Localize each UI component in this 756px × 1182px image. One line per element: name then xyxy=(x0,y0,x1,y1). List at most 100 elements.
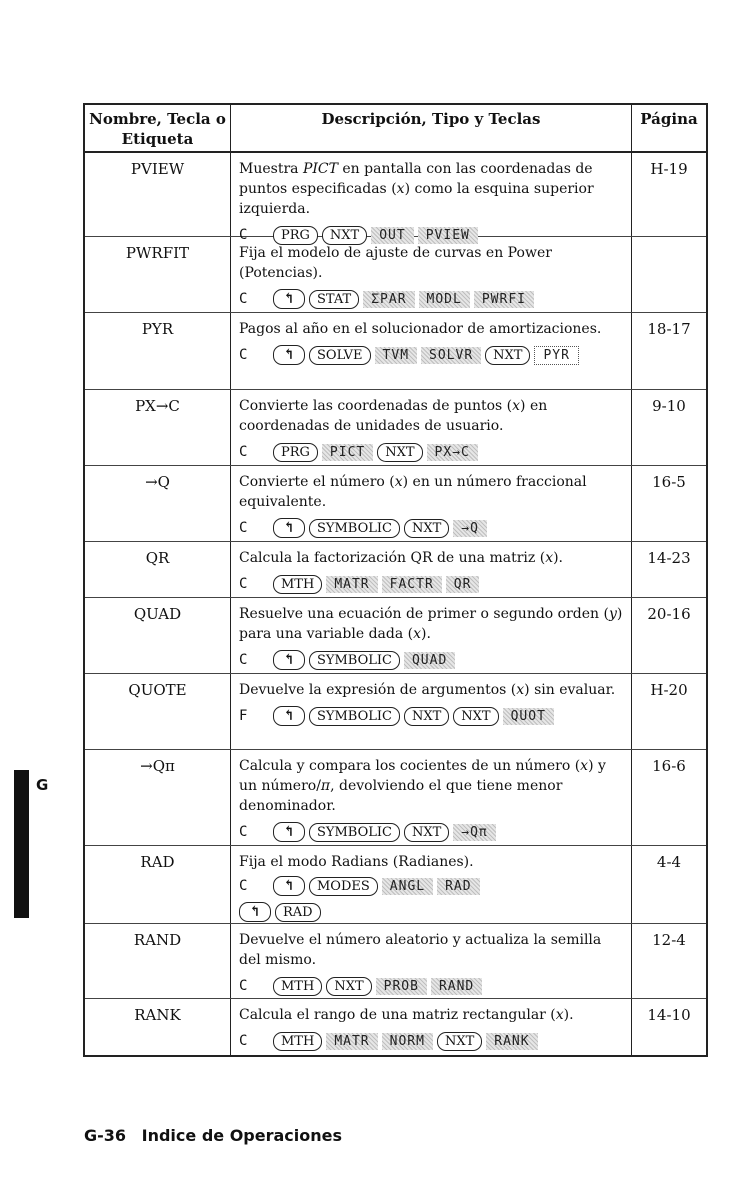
keyboard-key: NXT xyxy=(436,1031,483,1051)
operation-description: Fija el modelo de ajuste de curvas en Po… xyxy=(239,245,552,281)
operation-description: Calcula el rango de una matriz rectangul… xyxy=(239,1007,574,1023)
menu-softkey-label: NORM xyxy=(381,1032,433,1050)
menu-softkey-label: QUAD xyxy=(403,651,456,669)
page-reference: 20-16 xyxy=(647,605,691,623)
page-reference: 16-6 xyxy=(652,757,686,775)
operation-type: C xyxy=(239,291,248,307)
operation-description-cell: Calcula el rango de una matriz rectangul… xyxy=(231,999,632,1055)
menu-softkey-label: PROB xyxy=(375,977,427,995)
keyboard-key: MTH xyxy=(273,1031,323,1051)
operation-name: QUAD xyxy=(85,598,231,673)
page-reference: 14-10 xyxy=(647,1006,691,1024)
page-reference: 4-4 xyxy=(656,853,682,871)
keystroke-sequence: CSTATΣPARMODLPWRFI xyxy=(239,287,623,311)
section-title: Indice de Operaciones xyxy=(141,1126,343,1145)
menu-softkey-label: QUOT xyxy=(502,707,554,725)
operation-name: PVIEW xyxy=(85,153,231,236)
menu-softkey-label: →Q xyxy=(453,519,487,537)
menu-softkey-label: OUT xyxy=(371,226,414,244)
keyboard-key: MODES xyxy=(309,876,378,896)
operation-name: PYR xyxy=(85,313,231,389)
menu-softkey-label: ΣPAR xyxy=(363,290,415,308)
operation-type: C xyxy=(239,227,248,243)
table-header: Nombre, Tecla o Etiqueta Descripción, Ti… xyxy=(85,105,706,153)
keystroke-sequence: CSYMBOLICNXT→Q xyxy=(239,516,623,540)
operation-name: →Qπ xyxy=(85,750,231,845)
keyboard-key: PRG xyxy=(273,225,318,245)
operation-description: Convierte el número (x) en un número fra… xyxy=(239,474,587,510)
table-row: QUOTE Devuelve la expresión de argumentos… xyxy=(85,674,706,750)
operation-name: PWRFIT xyxy=(85,237,231,312)
operation-description: Devuelve el número aleatorio y actualiza… xyxy=(239,932,602,968)
menu-softkey-label: FACTR xyxy=(381,575,442,593)
keyboard-key: NXT xyxy=(326,976,372,996)
operation-type: C xyxy=(239,978,248,994)
operation-description-cell: Calcula y compara los cocientes de un nú… xyxy=(231,750,632,845)
page-reference: 9-10 xyxy=(652,397,686,415)
header-page-col: Página xyxy=(640,110,698,128)
keyboard-key: PRG xyxy=(273,442,318,462)
menu-softkey-label: ANGL xyxy=(381,877,434,895)
operation-description: Devuelve la expresión de argumentos (x) … xyxy=(239,682,616,698)
page-reference: 14-23 xyxy=(647,549,691,567)
page-reference: 18-17 xyxy=(647,320,691,338)
keyboard-key: SYMBOLIC xyxy=(309,650,400,670)
operation-description-cell: Calcula la factorización QR de una matri… xyxy=(231,542,632,597)
operation-name: RANK xyxy=(85,999,231,1055)
operation-description-cell: Fija el modelo de ajuste de curvas en Po… xyxy=(231,237,632,312)
keystroke-sequence: CSOLVETVMSOLVRNXTPYR xyxy=(239,343,623,367)
table-row: RANK Calcula el rango de una matriz recta… xyxy=(85,999,706,1055)
keyboard-key: NXT xyxy=(403,706,450,726)
operation-name: →Q xyxy=(85,466,231,541)
menu-softkey-label: PX→C xyxy=(426,443,478,461)
menu-softkey-label: RAND xyxy=(430,977,483,995)
operation-name: QUOTE xyxy=(85,674,231,749)
page-reference: H-20 xyxy=(650,681,688,699)
operation-description-cell: Muestra PICT en pantalla con las coorden… xyxy=(231,153,632,245)
keyboard-key: SYMBOLIC xyxy=(309,518,400,538)
operation-name: RAND xyxy=(85,924,231,998)
page-reference xyxy=(632,237,706,312)
keyboard-key: NXT xyxy=(453,706,499,726)
page-reference: 16-5 xyxy=(652,473,686,491)
keystroke-sequence: CMODESANGLRADRAD xyxy=(239,876,623,922)
page-footer: G-36 Indice de Operaciones xyxy=(84,1126,342,1145)
menu-softkey-label: MATR xyxy=(326,575,378,593)
operation-description-cell: Convierte el número (x) en un número fra… xyxy=(231,466,632,541)
keyboard-key: NXT xyxy=(377,442,423,462)
operation-description: Fija el modo Radians (Radianes). xyxy=(239,854,474,870)
keyboard-key: SYMBOLIC xyxy=(309,822,400,842)
operation-type: C xyxy=(239,824,248,840)
keyboard-key: NXT xyxy=(403,822,450,842)
operation-type: C xyxy=(239,576,248,592)
operations-table: Nombre, Tecla o Etiqueta Descripción, Ti… xyxy=(83,103,708,1057)
operation-description-cell: Pagos al año en el solucionador de amort… xyxy=(231,313,632,389)
keyboard-key: RAD xyxy=(275,902,321,922)
operation-type: C xyxy=(239,652,248,668)
keyboard-key: SOLVE xyxy=(309,345,371,365)
operation-name: RAD xyxy=(85,846,231,923)
operation-description: Pagos al año en el solucionador de amort… xyxy=(239,321,602,337)
menu-softkey-label: MODL xyxy=(418,290,470,308)
operation-description-cell: Devuelve la expresión de argumentos (x) … xyxy=(231,674,632,749)
operation-type: C xyxy=(239,1033,248,1049)
operation-description-cell: Convierte las coordenadas de puntos (x) … xyxy=(231,390,632,465)
keyboard-key: SYMBOLIC xyxy=(309,706,400,726)
operation-name: QR xyxy=(85,542,231,597)
operation-type: C xyxy=(239,878,248,894)
menu-softkey-label: →Qπ xyxy=(453,823,496,841)
operation-description: Calcula la factorización QR de una matri… xyxy=(239,550,564,566)
section-tab-letter: G xyxy=(36,776,49,794)
header-name-col: Nombre, Tecla o Etiqueta xyxy=(85,105,231,151)
keyboard-key: NXT xyxy=(485,345,531,365)
page-reference: H-19 xyxy=(650,160,688,178)
left-shift-key-icon xyxy=(273,518,305,538)
